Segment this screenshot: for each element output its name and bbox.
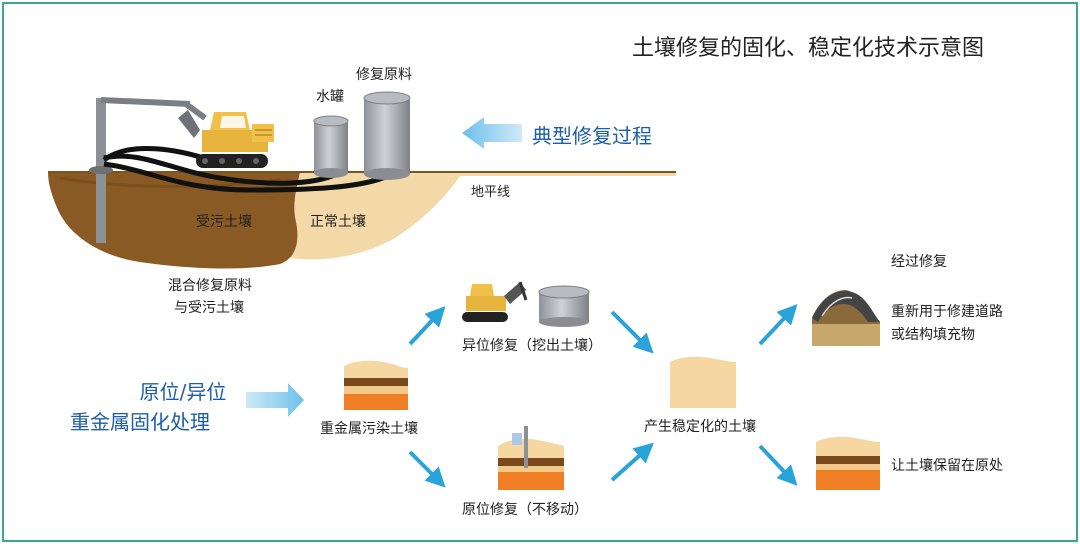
insitu-label: 原位修复（不移动） — [462, 502, 588, 518]
contaminated-soil-flow-label: 重金属污染土壤 — [320, 421, 418, 437]
keep-soil-label: 让土壤保留在原处 — [891, 458, 1003, 474]
arrow-to-insitu — [408, 450, 446, 488]
arrow-exsitu-to-stable — [610, 310, 654, 354]
raw-material-label: 修复原料 — [356, 67, 412, 83]
raw-material-tank-icon — [363, 91, 411, 180]
horizon-label: 地平线 — [471, 185, 511, 200]
road-icon — [812, 290, 880, 346]
exsitu-excavator-icon — [462, 281, 528, 322]
arrow-insitu-to-stable — [610, 442, 654, 482]
exsitu-tank-icon — [538, 285, 590, 327]
reuse-label-line1: 重新用于修建道路 — [891, 304, 1003, 320]
typical-process-label: 典型修复过程 — [532, 124, 652, 148]
contaminated-soil-block-icon — [344, 360, 408, 410]
mixed-label-line2: 与受污土壤 — [174, 300, 244, 316]
water-tank-icon — [313, 115, 349, 178]
water-tank-label: 水罐 — [316, 89, 344, 105]
arrow-to-road — [758, 304, 798, 346]
treatment-label-line2: 重金属固化处理 — [70, 410, 210, 434]
exsitu-label: 异位修复（挖出土壤） — [462, 338, 602, 354]
normal-soil-label: 正常土壤 — [310, 214, 366, 230]
drill-pipe — [89, 97, 207, 243]
mixed-label-line1: 混合修复原料 — [168, 278, 252, 294]
kept-soil-block-icon — [816, 436, 880, 490]
treatment-arrow — [246, 383, 304, 417]
arrow-to-keep — [758, 444, 798, 486]
excavator-icon — [178, 110, 274, 168]
after-repair-label: 经过修复 — [891, 254, 947, 270]
flow-arrows — [408, 304, 798, 488]
reuse-label-line2: 或结构填充物 — [891, 327, 975, 343]
typical-process-arrow — [462, 117, 522, 149]
contaminated-soil-label: 受污土壤 — [196, 214, 252, 230]
arrow-to-exsitu — [408, 306, 446, 346]
stabilized-soil-block-icon — [670, 356, 736, 408]
stabilized-soil-label: 产生稳定化的土壤 — [644, 419, 756, 435]
treatment-label-line1: 原位/异位 — [139, 380, 227, 404]
insitu-soil-block-icon — [498, 426, 564, 490]
page-title: 土壤修复的固化、稳定化技术示意图 — [632, 36, 985, 61]
